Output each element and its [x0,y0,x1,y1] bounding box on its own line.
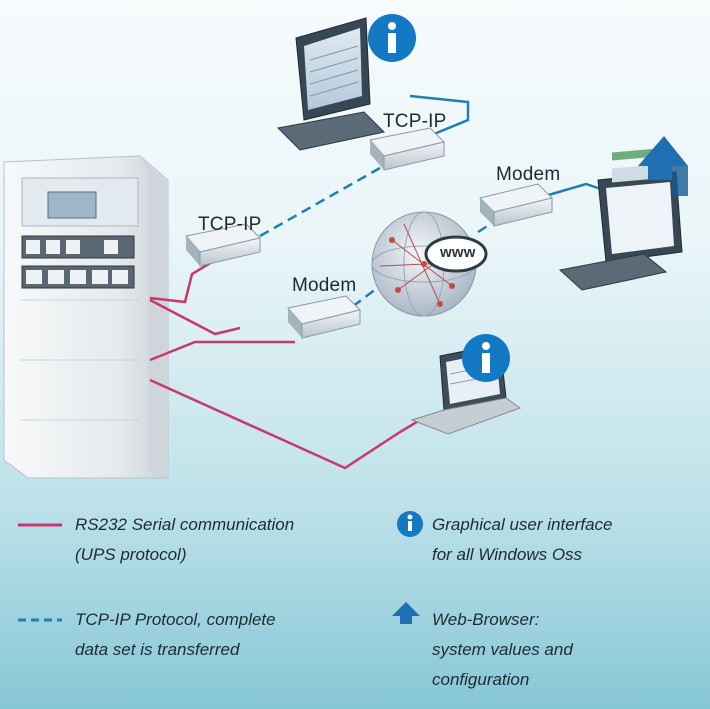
label-tcp-ip-left: TCP-IP [198,214,262,235]
legend-tcpip-line2: data set is transferred [75,640,240,659]
legend-web-line2: system values and [432,640,573,659]
rs232-lines [149,260,421,470]
legend-tcpip-line1: TCP-IP Protocol, complete [75,610,276,629]
modem-icon [479,183,553,227]
info-icon [368,14,416,62]
label-modem-center: Modem [292,275,357,296]
label-www: www [440,244,476,261]
modem-icon [287,295,361,339]
legend-rs232: RS232 Serial communication (UPS protocol… [75,510,294,570]
upload-arrow-icon [392,602,420,624]
legend-web-line1: Web-Browser: [432,610,540,629]
modem-icon [369,127,445,171]
label-tcp-ip-top: TCP-IP [383,111,447,132]
legend-gui-line1: Graphical user interface [432,515,613,534]
monitor-icon [276,17,386,151]
legend-rs232-line2: (UPS protocol) [75,545,187,564]
globe-icon [371,211,488,317]
ups-cabinet-icon [3,155,169,479]
legend-rs232-line1: RS232 Serial communication [75,515,295,534]
label-modem-right: Modem [496,164,561,185]
modem-icon [185,223,261,267]
info-icon [462,334,510,382]
legend-gui-line2: for all Windows Oss [432,545,583,564]
legend-tcpip: TCP-IP Protocol, complete data set is tr… [75,605,276,665]
info-icon [397,511,423,537]
upload-arrow-icon [638,136,688,196]
legend-web-line3: configuration [432,670,530,689]
legend-web: Web-Browser: system values and configura… [432,605,573,695]
legend-gui: Graphical user interface for all Windows… [432,510,612,570]
